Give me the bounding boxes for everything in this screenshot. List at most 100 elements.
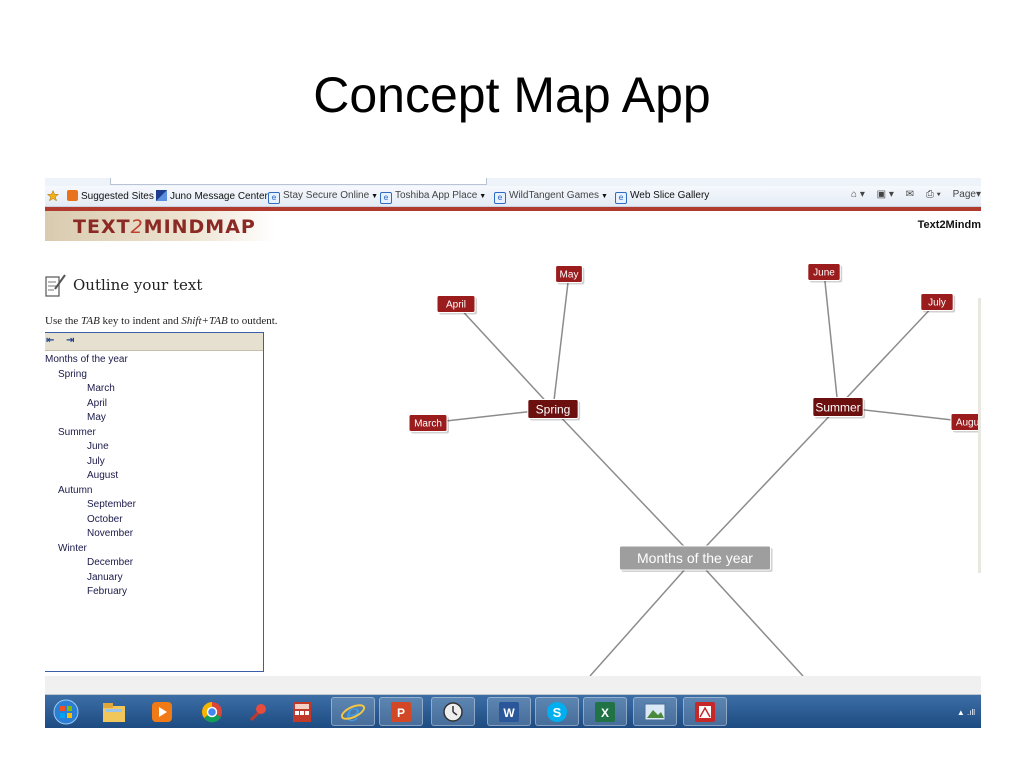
mindmap-leaf-node[interactable]: April [436,295,477,315]
outline-item[interactable]: May [87,412,106,423]
mindmap-node-label: Augus [956,418,981,429]
outline-item[interactable]: April [87,397,108,409]
excel-icon[interactable]: X [583,697,627,726]
mindmap-edge [552,273,570,410]
clock-app-icon[interactable] [431,697,475,726]
internet-explorer-icon[interactable]: e [331,697,375,726]
mindmap-leaf-node[interactable]: June [807,263,843,283]
node-box [408,414,448,432]
feeds-icon[interactable]: ▣ ▾ [876,189,894,200]
skype-icon[interactable]: S [535,697,579,726]
mindmap-root-node[interactable]: Months of the year [618,545,773,572]
editor-toolbar: ⇤ ⇥ [45,333,263,351]
header-divider [45,207,981,211]
mindmap-edge [823,271,839,408]
ie-page-icon: e [494,192,506,204]
node-box [555,265,583,283]
mindmap-canvas[interactable]: MarchAprilMaySpringJuneJulyAugusSummerMo… [45,178,981,728]
node-box [920,293,954,311]
outline-item[interactable]: February [87,586,128,597]
favorite-juno[interactable]: Juno Message Center [156,190,268,202]
node-box [527,399,579,419]
page-menu[interactable]: Page▾ [952,189,981,200]
mindmap-branch-node[interactable]: Spring [527,399,581,421]
outline-item[interactable]: June [87,441,109,452]
chrome-icon[interactable] [193,697,231,726]
mindmap-leaf-node[interactable]: March [408,414,449,434]
mindmap-leaf-node[interactable]: July [920,293,956,313]
svg-text:W: W [503,706,515,720]
acrobat-icon[interactable] [683,697,727,726]
outline-item[interactable]: March [87,383,115,394]
mindmap-node-label: Summer [815,400,860,414]
outline-heading: Outline your text [73,276,203,294]
mindmap-leaf-node[interactable]: Augus [950,413,981,433]
mindmap-node-label: Months of the year [637,550,753,566]
powerpoint-icon[interactable]: P [379,697,423,726]
favorite-suggested-sites[interactable]: Suggested Sites [67,190,154,202]
mindmap-edge [837,301,938,408]
mindmap-edge [694,557,804,677]
mindmap-edge [455,303,554,410]
node-box [436,295,476,313]
media-player-icon[interactable] [143,697,181,726]
outline-item[interactable]: November [87,528,134,539]
app-logo[interactable]: TEXT2MINDMAP [73,216,256,238]
photo-viewer-icon[interactable] [633,697,677,726]
outline-item[interactable]: Autumn [58,484,93,496]
print-icon[interactable]: ⎙ ▾ [925,189,941,200]
file-explorer-icon[interactable] [95,697,133,726]
mindmap-leaf-node[interactable]: May [555,265,585,285]
site-title-link[interactable]: Text2Mindm [917,219,981,231]
favorites-star-icon[interactable] [46,189,60,205]
mindmap-node-label: July [928,298,946,309]
home-icon[interactable]: ⌂ ▾ [851,189,865,200]
suggested-sites-icon [67,190,78,201]
start-orb-icon[interactable] [47,697,85,726]
node-box [812,397,864,417]
outline-item[interactable]: Winter [58,542,87,554]
mindmap-edge [589,557,696,677]
ie-page-icon: e [268,192,280,204]
indent-icon[interactable]: ⇥ [66,335,75,346]
outline-item[interactable]: Months of the year [45,354,128,365]
mindmap-edge [552,408,696,559]
word-icon[interactable]: W [487,697,531,726]
node-box [807,263,841,281]
node-box [618,545,772,571]
address-input[interactable] [110,178,487,185]
mindmap-branch-node[interactable]: Summer [812,397,866,419]
mindmap-node-label: May [560,270,579,281]
outline-item[interactable]: January [87,571,123,583]
mindmap-node-label: Spring [536,402,571,416]
pin-app-icon[interactable] [239,697,277,726]
outline-item[interactable]: September [87,499,136,510]
outline-item[interactable]: December [87,557,134,568]
system-tray[interactable]: ▲ .ıll [956,708,975,717]
outline-item[interactable]: August [87,470,119,481]
outline-item[interactable]: Summer [58,426,96,438]
ie-page-icon: e [380,192,392,204]
side-panel-edge [978,298,981,573]
mindmap-node-label: April [446,300,466,311]
browser-status-bar [45,676,981,695]
mindmap-edge [694,406,839,559]
svg-text:P: P [397,706,405,720]
outline-item[interactable]: July [87,455,105,467]
calculator-icon[interactable] [283,697,321,726]
outdent-icon[interactable]: ⇤ [46,335,55,346]
outline-item[interactable]: October [87,513,123,525]
mindmap-node-label: June [813,268,835,279]
outline-item[interactable]: Spring [58,368,87,380]
chevron-down-icon: ▼ [601,193,608,200]
slide-title: Concept Map App [313,67,711,123]
mail-icon[interactable]: ✉ [905,189,915,200]
